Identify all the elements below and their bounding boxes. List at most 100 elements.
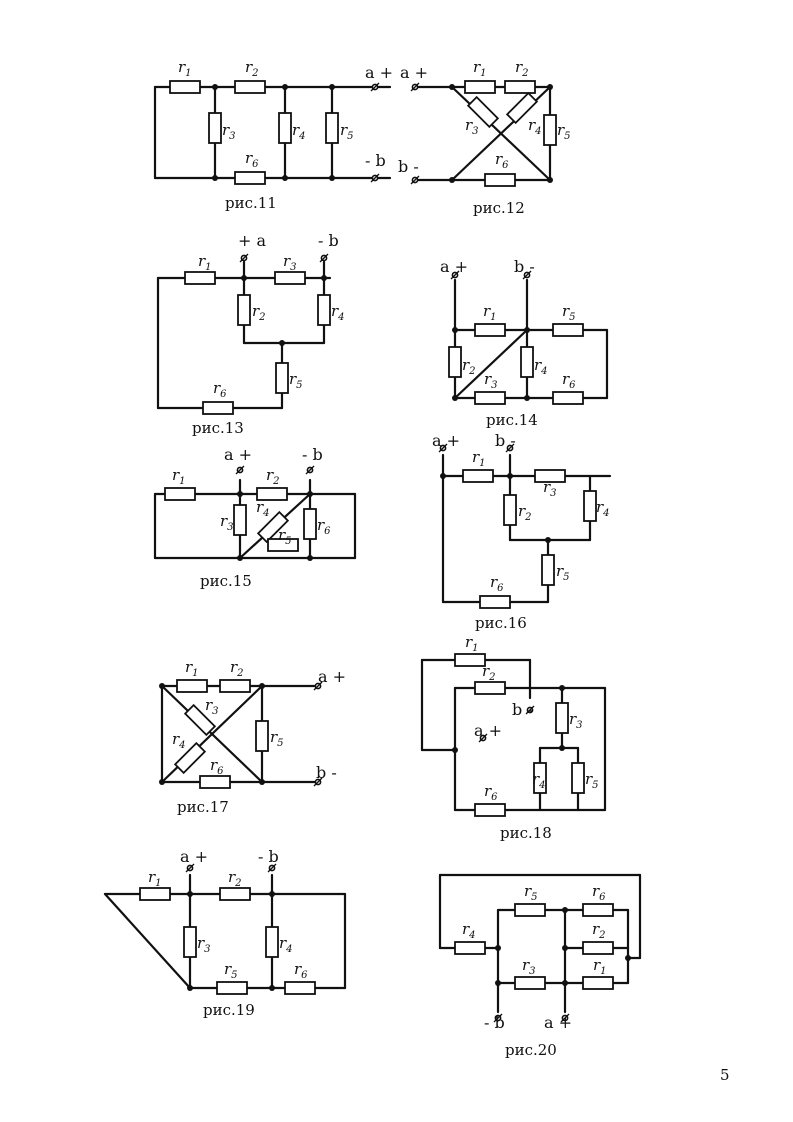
resistor-label-r6: r6: [210, 756, 224, 777]
node-dot: [562, 945, 568, 951]
node-dot: [237, 491, 243, 497]
node-dot: [329, 84, 335, 90]
page-number: 5: [720, 1066, 730, 1084]
node-dot: [545, 537, 551, 543]
figure-caption: рис.13: [192, 419, 244, 437]
resistor-r4: [317, 294, 331, 326]
node-dot: [495, 945, 501, 951]
resistor-r3: [208, 112, 222, 144]
resistor-label-r3: r3: [283, 252, 297, 273]
resistor-r1: [454, 653, 486, 667]
resistor-r4: [256, 510, 290, 544]
node-dot: [279, 340, 285, 346]
resistor-r3: [514, 976, 546, 990]
terminal-label-a: a +: [432, 431, 460, 450]
resistor-r3: [534, 469, 566, 483]
resistor-r6: [484, 173, 516, 187]
resistor-r1: [176, 679, 208, 693]
figure-caption: рис.11: [225, 194, 277, 212]
node-dot: [321, 275, 327, 281]
node-dot: [212, 175, 218, 181]
figure-caption: рис.19: [203, 1001, 255, 1019]
resistor-r5: [541, 554, 555, 586]
resistor-label-r5: r5: [524, 882, 538, 903]
terminal-mark: [235, 465, 245, 475]
resistor-label-r2: r2: [266, 466, 280, 487]
node-dot: [524, 327, 530, 333]
resistor-label-r4: r4: [279, 934, 293, 955]
resistor-label-r5: r5: [340, 121, 354, 142]
resistor-label-r2: r2: [515, 58, 529, 79]
terminal-mark: [505, 443, 515, 453]
terminal-label-a: a +: [544, 1013, 572, 1032]
resistor-r2: [237, 294, 251, 326]
resistor-r2: [504, 80, 536, 94]
node-dot: [449, 84, 455, 90]
resistor-r1: [164, 487, 196, 501]
node-dot: [562, 907, 568, 913]
figure-caption: рис.20: [505, 1041, 557, 1059]
terminal-mark: [478, 733, 488, 743]
resistor-label-r3: r3: [465, 116, 479, 137]
terminal-mark: [305, 465, 315, 475]
figure-caption: рис.12: [473, 199, 525, 217]
terminal-mark: [493, 1013, 503, 1023]
resistor-label-r1: r1: [473, 58, 487, 79]
resistor-r4: [505, 91, 539, 125]
resistor-label-r6: r6: [484, 782, 498, 803]
terminal-mark: [560, 1013, 570, 1023]
resistor-r5: [216, 981, 248, 995]
figure-caption: рис.18: [500, 824, 552, 842]
resistor-label-r4: r4: [528, 116, 542, 137]
resistor-label-r1: r1: [593, 956, 607, 977]
terminal-mark: [185, 863, 195, 873]
resistor-r6: [202, 401, 234, 415]
resistor-label-r1: r1: [198, 252, 212, 273]
resistor-r3: [233, 504, 247, 536]
node-dot: [452, 395, 458, 401]
resistor-label-r4: r4: [331, 302, 345, 323]
node-dot: [259, 779, 265, 785]
terminal-mark: [267, 863, 277, 873]
node-dot: [559, 685, 565, 691]
resistor-r2: [448, 346, 462, 378]
terminal-label-a: a +: [440, 257, 468, 276]
node-dot: [625, 955, 631, 961]
resistor-r2: [219, 679, 251, 693]
terminal-label-b: b -: [514, 257, 535, 276]
figure-caption: рис.16: [475, 614, 527, 632]
resistor-label-r2: r2: [230, 658, 244, 679]
resistor-label-r6: r6: [592, 882, 606, 903]
resistor-r5: [275, 362, 289, 394]
resistor-label-r2: r2: [482, 662, 496, 683]
resistor-r3: [466, 95, 500, 129]
node-dot: [282, 175, 288, 181]
terminal-label-b: - b: [302, 445, 323, 464]
terminal-label-b: - b: [258, 847, 279, 866]
node-dot: [241, 275, 247, 281]
node-dot: [559, 745, 565, 751]
resistor-label-r5: r5: [289, 370, 303, 391]
resistor-label-r5: r5: [556, 562, 570, 583]
node-dot: [307, 491, 313, 497]
terminal-label-b: b -: [398, 157, 419, 176]
resistor-label-r4: r4: [596, 498, 610, 519]
resistor-label-r6: r6: [317, 516, 331, 537]
resistor-label-r4: r4: [256, 498, 270, 519]
resistor-label-r1: r1: [483, 302, 497, 323]
resistor-label-r3: r3: [222, 121, 236, 142]
resistor-r6: [303, 508, 317, 540]
node-dot: [449, 177, 455, 183]
resistor-label-r3: r3: [569, 710, 583, 731]
terminal-mark: [410, 175, 420, 185]
node-dot: [159, 779, 165, 785]
node-dot: [269, 891, 275, 897]
resistor-r2: [503, 494, 517, 526]
terminal-label-b: b -: [495, 431, 516, 450]
node-dot: [452, 747, 458, 753]
node-dot: [507, 473, 513, 479]
resistor-r2: [219, 887, 251, 901]
resistor-label-r2: r2: [228, 868, 242, 889]
